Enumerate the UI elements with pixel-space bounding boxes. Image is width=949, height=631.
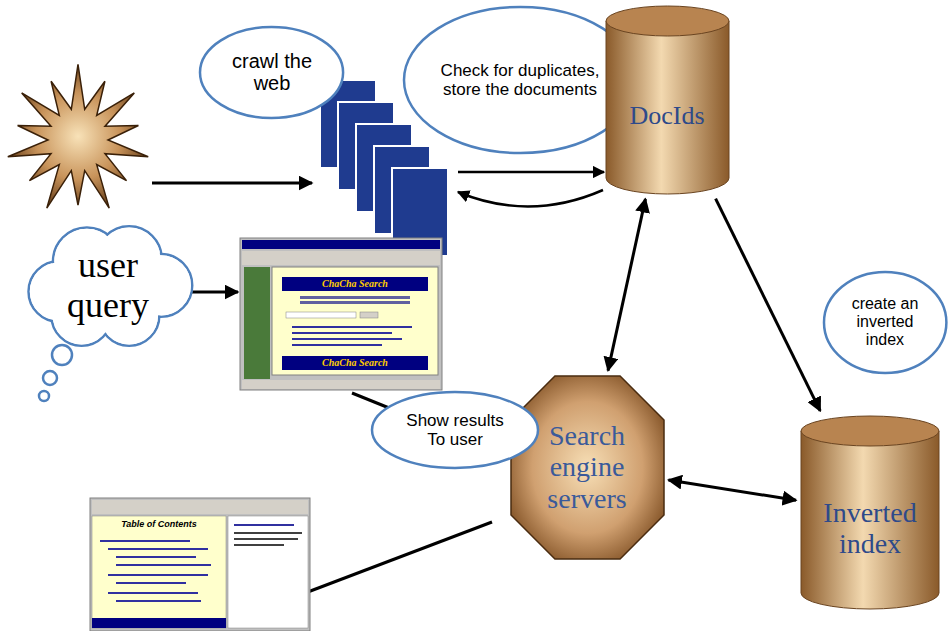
thought-cloud: user query xyxy=(20,225,196,346)
connector-arrow xyxy=(608,199,645,371)
node-label: Show results To user xyxy=(400,411,510,449)
callout-ellipse: Check for duplicates, store the document… xyxy=(402,5,639,155)
node-label: DocIds xyxy=(629,101,704,130)
query-arrow xyxy=(192,291,238,294)
connector-arrow xyxy=(716,199,821,411)
node-label: create an inverted index xyxy=(845,295,925,349)
node-label: Inverted index xyxy=(815,497,925,560)
results-page-screenshot xyxy=(90,498,310,631)
page-heading: Table of Contents xyxy=(96,519,222,529)
database-cylinder: DocIds xyxy=(605,5,730,195)
node-label: user query xyxy=(48,245,168,326)
page-banner: ChaCha Search xyxy=(282,357,428,368)
server-octagon: Search engine servers xyxy=(510,375,665,560)
connector-arrow xyxy=(668,480,796,500)
node-label: Search engine servers xyxy=(530,420,645,514)
return-arrow xyxy=(458,190,603,207)
crawl-arrow xyxy=(152,182,312,185)
thought-bubbles xyxy=(39,345,72,401)
results-arrow xyxy=(292,522,492,598)
callout-ellipse: Show results To user xyxy=(370,390,540,470)
search-page-screenshot xyxy=(240,238,442,390)
callout-ellipse: create an inverted index xyxy=(822,270,948,375)
callout-ellipse: crawl the web xyxy=(198,25,345,120)
node-label: Check for duplicates, store the document… xyxy=(440,61,600,99)
starburst xyxy=(8,64,148,208)
cyl-outline xyxy=(605,5,730,195)
store-arrow xyxy=(458,171,604,174)
database-cylinder: Inverted index xyxy=(800,415,940,610)
page-banner: ChaCha Search xyxy=(282,278,428,289)
node-label: crawl the web xyxy=(224,50,319,95)
